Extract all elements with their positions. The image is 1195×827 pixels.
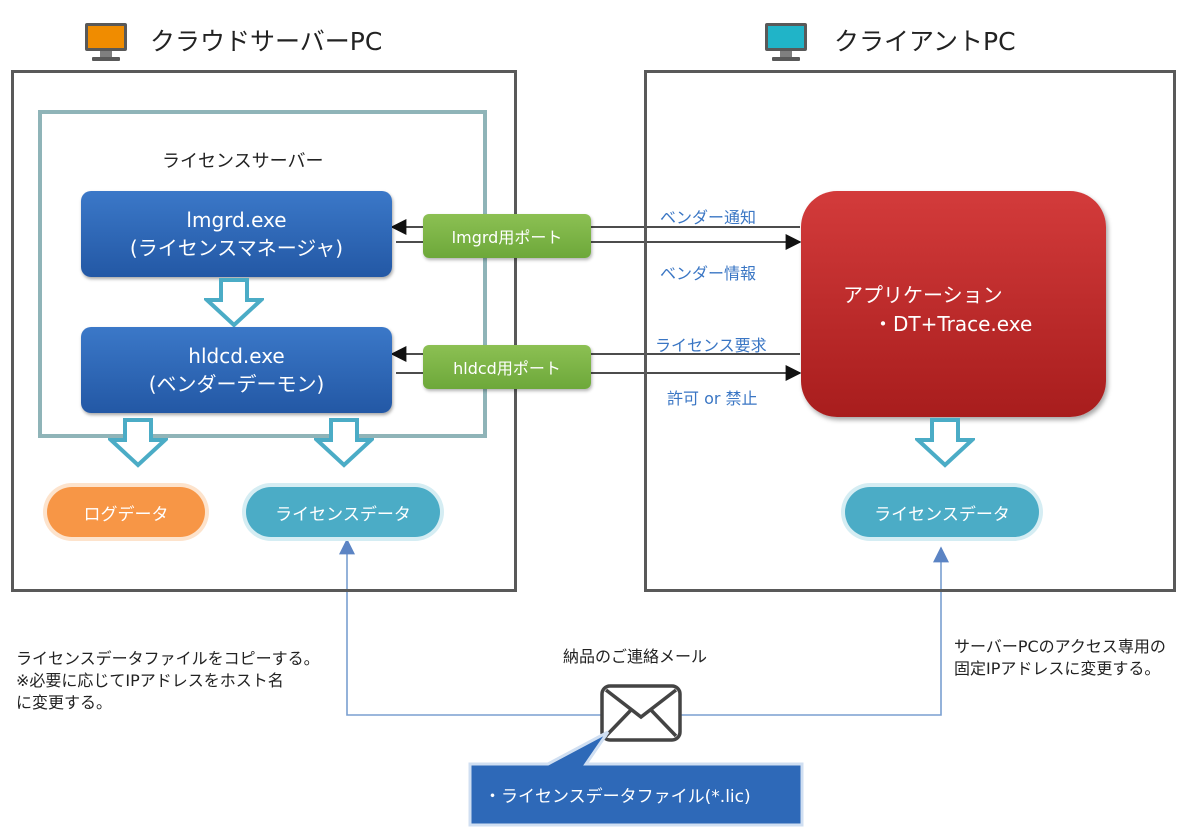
hldcd-desc: (ベンダーデーモン): [148, 372, 325, 396]
vendor-notify-label: ベンダー通知: [660, 208, 757, 227]
log-data-pill: ログデータ: [47, 487, 205, 537]
down-arrow-icon: [204, 278, 264, 328]
license-request-label: ライセンス要求: [655, 336, 767, 355]
server-pc-title: クラウドサーバーPC: [150, 27, 383, 56]
right-note: サーバーPCのアクセス専用の 固定IPアドレスに変更する。: [954, 636, 1166, 680]
connector-right: [688, 546, 949, 716]
lmgrd-name: lmgrd.exe: [186, 208, 287, 232]
right-note-line: 固定IPアドレスに変更する。: [954, 659, 1161, 678]
left-note-line: ※必要に応じてIPアドレスをホスト名: [16, 671, 284, 690]
monitor-icon: [765, 23, 807, 61]
down-arrow-icon: [108, 418, 168, 468]
hldcd-name: hldcd.exe: [188, 344, 285, 368]
application-title: アプリケーション: [843, 283, 1003, 307]
server-pc-frame: [11, 70, 517, 592]
server-license-data-pill: ライセンスデータ: [246, 487, 440, 537]
lmgrd-desc: (ライセンスマネージャ): [129, 236, 344, 260]
right-note-line: サーバーPCのアクセス専用の: [954, 637, 1166, 656]
client-license-data-pill: ライセンスデータ: [845, 487, 1039, 537]
lmgrd-box: lmgrd.exe (ライセンスマネージャ): [81, 191, 392, 277]
callout-shape: [468, 730, 804, 827]
client-pc-title: クライアントPC: [834, 27, 1016, 56]
client-pc-frame: [644, 70, 1176, 592]
callout-text: ・ライセンスデータファイル(*.lic): [484, 787, 751, 807]
permit-or-deny-label: 許可 or 禁止: [667, 389, 758, 408]
left-note: ライセンスデータファイルをコピーする。 ※必要に応じてIPアドレスをホスト名 に…: [16, 648, 320, 714]
left-note-line: ライセンスデータファイルをコピーする。: [16, 649, 320, 668]
license-server-label: ライセンスサーバー: [162, 151, 324, 172]
hldcd-box: hldcd.exe (ベンダーデーモン): [81, 327, 392, 413]
left-note-line: に変更する。: [16, 693, 113, 712]
vendor-info-label: ベンダー情報: [660, 264, 757, 283]
hldcd-port: hldcd用ポート: [423, 345, 591, 389]
application-exe: ・DT+Trace.exe: [873, 312, 1033, 336]
application-box: アプリケーション ・DT+Trace.exe: [801, 191, 1106, 417]
mail-label: 納品のご連絡メール: [563, 647, 708, 666]
envelope-icon: [600, 684, 682, 742]
license-server-frame: [38, 110, 487, 438]
lmgrd-port: lmgrd用ポート: [423, 214, 591, 258]
connector-left: [339, 538, 688, 716]
down-arrow-icon: [915, 418, 975, 468]
monitor-icon: [85, 23, 127, 61]
down-arrow-icon: [314, 418, 374, 468]
